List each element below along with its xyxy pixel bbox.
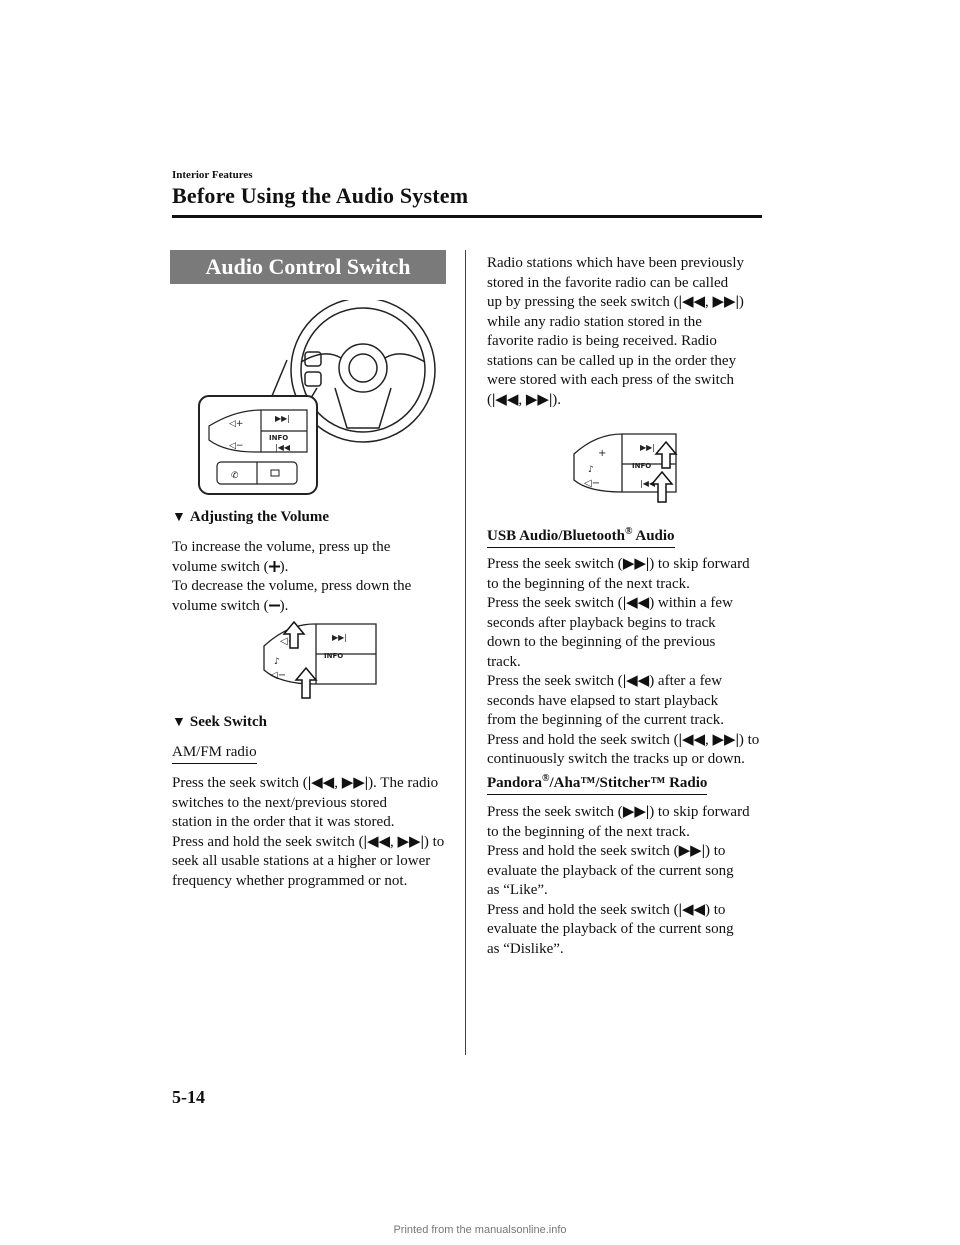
pandora-text: Press the seek switch (▶▶|) to skip forw… — [487, 804, 750, 957]
svg-text:✆: ✆ — [231, 471, 239, 481]
usb-text: Press the seek switch (▶▶|) to skip forw… — [487, 556, 760, 767]
seek-switch-heading: ▼Seek Switch — [172, 714, 267, 730]
page-number: 5-14 — [172, 1087, 205, 1107]
seek-switch-figure: + ♪ ◁− ▶▶| INFO |◀◀ — [573, 433, 678, 503]
column-divider — [465, 250, 466, 1055]
svg-text:▶▶|: ▶▶| — [275, 414, 290, 423]
svg-text:◁+: ◁+ — [280, 636, 296, 647]
adjust-volume-heading: ▼Adjusting the Volume — [172, 509, 330, 525]
svg-text:◁−: ◁− — [229, 441, 243, 451]
svg-text:▶▶|: ▶▶| — [332, 633, 347, 642]
watermark: Printed from the manualsonline.info — [393, 1224, 567, 1236]
volume-minus-icon — [268, 604, 280, 606]
svg-text:|◀◀: |◀◀ — [640, 479, 656, 488]
volume-plus-icon — [268, 560, 280, 572]
svg-text:◁−: ◁− — [584, 478, 600, 489]
volume-switch-figure: ◁+ ♪ ◁− ▶▶| INFO — [263, 620, 377, 699]
svg-text:|◀◀: |◀◀ — [275, 443, 291, 452]
adjust-volume-text: To increase the volume, press up the vol… — [172, 539, 412, 614]
amfm-text: Press the seek switch (|◀◀, ▶▶|). The ra… — [172, 775, 445, 889]
svg-text:+: + — [598, 448, 606, 459]
favorite-radio-text: Radio stations which have been previousl… — [487, 255, 745, 408]
usb-heading: USB Audio/Bluetooth® Audio — [487, 526, 675, 548]
section-banner: Audio Control Switch — [170, 250, 446, 284]
svg-text:▶▶|: ▶▶| — [640, 443, 655, 452]
info-label: INFO — [269, 434, 288, 442]
arrow-icon — [282, 620, 318, 699]
steering-wheel-figure: ◁+ ◁− ▶▶| INFO |◀◀ ✆ — [198, 300, 436, 495]
svg-text:INFO: INFO — [632, 462, 651, 470]
svg-text:INFO: INFO — [324, 652, 343, 660]
page-title: Before Using the Audio System — [172, 183, 469, 208]
arrow-icon — [650, 440, 678, 503]
svg-text:♪: ♪ — [588, 465, 594, 475]
title-rule — [172, 215, 762, 218]
amfm-heading: AM/FM radio — [172, 743, 257, 764]
svg-text:◁+: ◁+ — [229, 419, 243, 429]
pandora-heading: Pandora®/Aha™/Stitcher™ Radio — [487, 773, 708, 795]
svg-text:◁−: ◁− — [270, 670, 286, 681]
section-label: Interior Features — [172, 169, 253, 181]
svg-text:♪: ♪ — [274, 657, 280, 667]
